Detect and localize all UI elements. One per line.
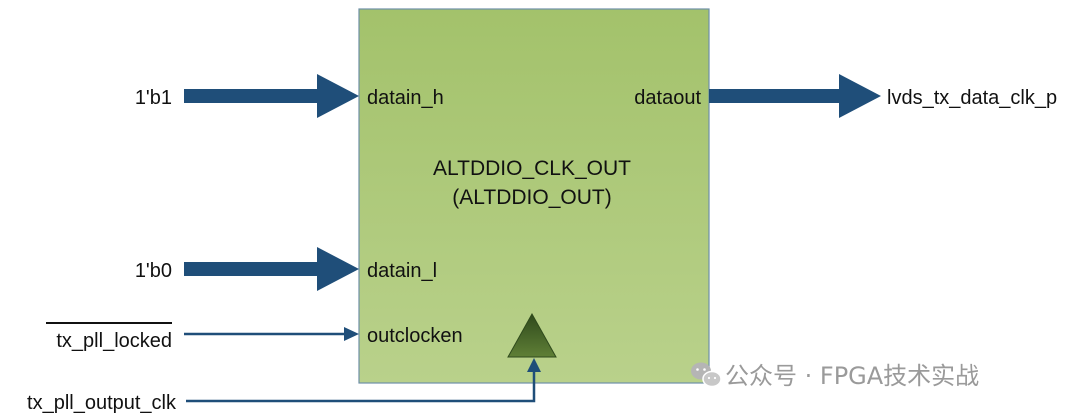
port-outclocken: outclocken — [367, 325, 463, 347]
watermark-text: 公众号 · FPGA技术实战 — [725, 362, 979, 390]
port-datain-h: datain_h — [367, 87, 444, 109]
block-title: ALTDDIO_CLK_OUT — [433, 157, 631, 180]
outclocken-arrow — [184, 327, 359, 341]
signal-clock: tx_pll_output_clk — [27, 392, 177, 414]
signal-output: lvds_tx_data_clk_p — [887, 87, 1057, 109]
port-dataout: dataout — [634, 87, 701, 109]
signal-locked: tx_pll_locked — [56, 330, 172, 352]
clock-arrow — [186, 358, 541, 403]
dataout-arrow — [709, 74, 881, 118]
block-subtitle: (ALTDDIO_OUT) — [452, 186, 611, 209]
signal-1b1: 1'b1 — [135, 87, 172, 109]
watermark: 公众号 · FPGA技术实战 — [691, 362, 979, 390]
datain-h-arrow — [184, 74, 359, 118]
datain-l-arrow — [184, 247, 359, 291]
port-datain-l: datain_l — [367, 260, 437, 282]
clock-triangle-icon — [507, 312, 557, 358]
signal-1b0: 1'b0 — [135, 260, 172, 282]
wechat-icon — [691, 362, 722, 388]
